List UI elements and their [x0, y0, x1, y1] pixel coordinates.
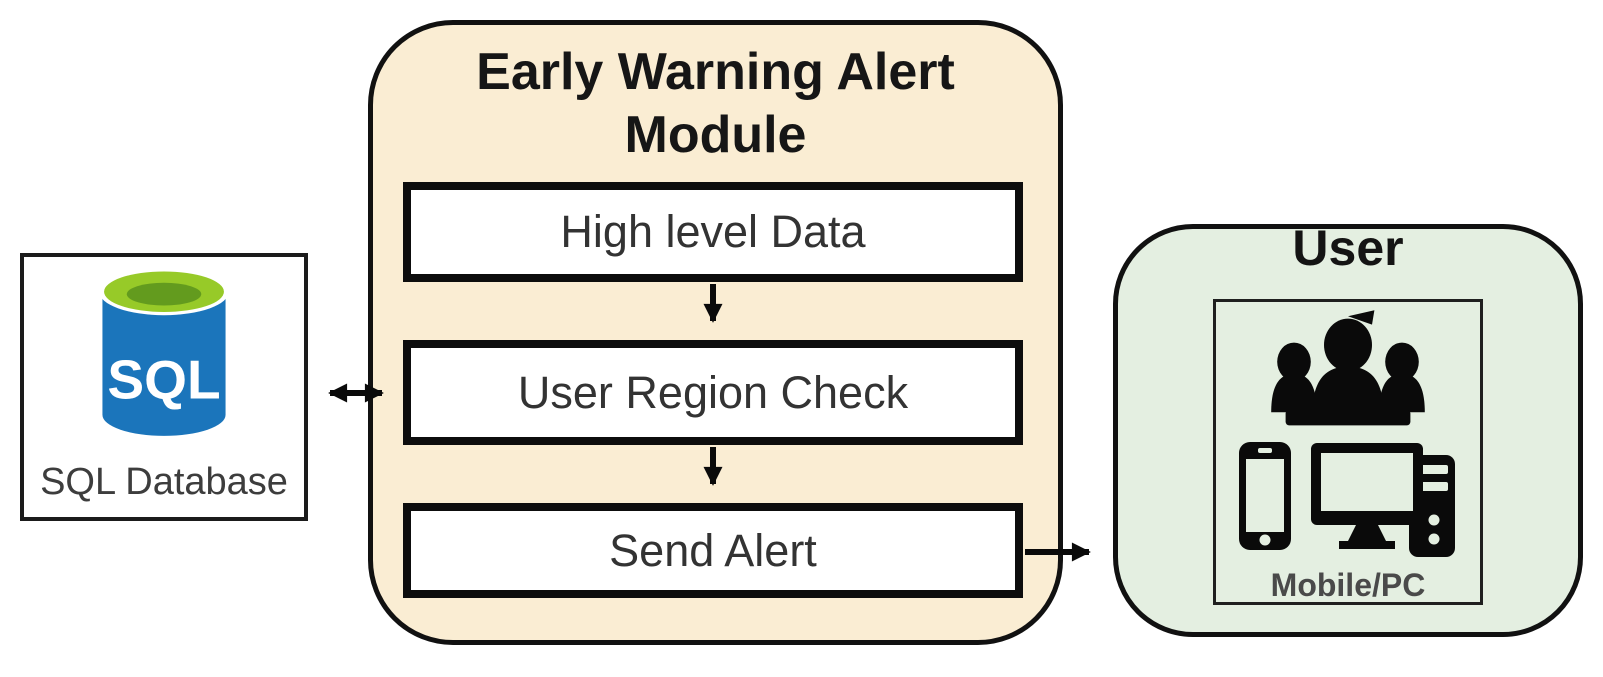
sql-icon-text: SQL	[107, 349, 220, 411]
sql-database-label: SQL Database	[40, 461, 288, 503]
step-box-send-alert: Send Alert	[403, 503, 1023, 598]
sql-cylinder-body	[102, 291, 226, 436]
step-box-high-level-data: High level Data	[403, 182, 1023, 282]
people-group-icon	[1271, 310, 1425, 426]
user-inner-box: Mobile/PC	[1213, 299, 1483, 605]
user-node: User	[1113, 220, 1583, 637]
step-box-user-region-check: User Region Check	[403, 340, 1023, 445]
sql-cylinder-top-inner	[126, 282, 202, 306]
module-title: Early Warning Alert Module	[476, 43, 955, 165]
sql-database-icon: SQL	[99, 268, 229, 436]
mobile-pc-label: Mobile/PC	[1270, 567, 1426, 603]
sql-database-node: SQL SQL Database	[20, 253, 308, 521]
desktop-pc-icon	[1311, 443, 1455, 557]
devices-row	[1237, 440, 1459, 561]
user-title: User	[1292, 220, 1404, 276]
mobile-phone-icon	[1239, 442, 1291, 550]
